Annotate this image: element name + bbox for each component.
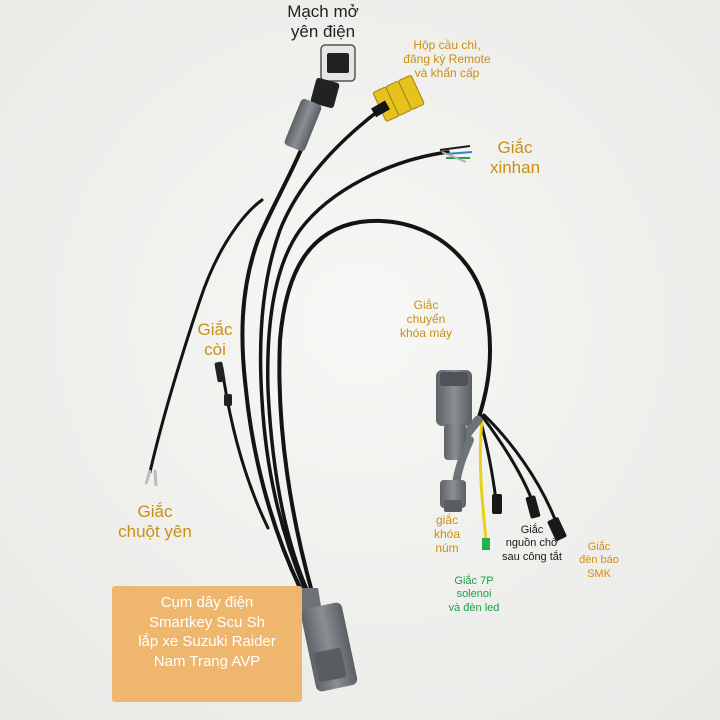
label-seat-mouse: Giắc chuột yên xyxy=(118,502,192,542)
fuse-box-connector xyxy=(371,75,425,122)
caption-box xyxy=(112,586,302,702)
label-solenoid-7p: Giắc 7P solenoi và đèn led xyxy=(448,575,500,614)
ignition-switch-connector xyxy=(436,370,472,460)
label-horn: Giắc còi xyxy=(197,320,233,360)
caption-text: Cụm dây điện Smartkey Scu Sh lắp xe Suzu… xyxy=(138,594,276,670)
label-smk-light: Giắc đèn báo SMK xyxy=(579,541,619,580)
turn-signal-wire-ends xyxy=(439,145,473,163)
label-seat-circuit: Mạch mở yên điện xyxy=(287,2,359,42)
knob-lock-connector xyxy=(440,436,474,512)
label-turn-signal: Giắc xinhan xyxy=(489,138,541,178)
seat-mouse-wire-end xyxy=(144,469,158,487)
seat-circuit-connector xyxy=(284,44,356,152)
label-ignition-switch: Giắc chuyển khóa máy xyxy=(399,298,453,341)
black-wires xyxy=(148,106,558,594)
yellow-wire xyxy=(478,419,488,541)
label-fuse-box: Hộp cầu chì, đăng ký Remote và khẩn cấp xyxy=(403,38,491,81)
horn-connector xyxy=(214,361,232,406)
main-harness-connector xyxy=(298,588,358,692)
label-knob-lock: giắc khóa núm xyxy=(433,513,461,556)
right-small-connectors xyxy=(492,494,567,541)
label-standby-power: Giắc nguồn chờ sau công tắt xyxy=(502,524,562,563)
green-wire-tip xyxy=(482,538,490,550)
